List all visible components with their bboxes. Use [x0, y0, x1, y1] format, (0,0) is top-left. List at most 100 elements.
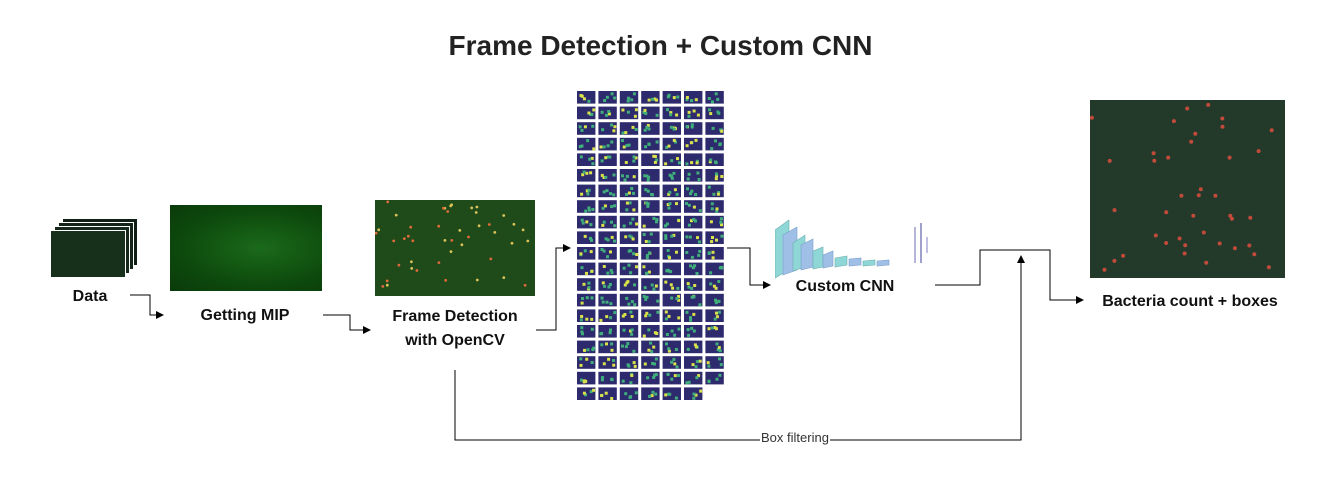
image-patch	[684, 247, 703, 260]
detected-bacterium	[1152, 158, 1157, 163]
arrow-data-to-mip	[130, 294, 164, 319]
detected-spot	[475, 278, 479, 282]
image-patch	[705, 262, 724, 276]
detected-bacterium	[1112, 258, 1117, 263]
detected-spot	[521, 228, 525, 232]
image-patch	[662, 137, 681, 151]
image-patch	[684, 122, 703, 135]
detected-spot	[450, 239, 454, 242]
image-patch	[598, 387, 617, 400]
detected-bacterium	[1256, 149, 1261, 154]
image-patch	[684, 231, 703, 244]
image-patch	[641, 325, 660, 338]
image-patch	[641, 215, 660, 229]
image-patch	[705, 356, 724, 369]
image-patch	[662, 106, 681, 120]
image-patch	[705, 184, 724, 198]
image-patch	[598, 293, 617, 307]
image-patch	[684, 153, 703, 166]
image-patch	[662, 325, 681, 338]
detection-label-line2: with OpenCV	[405, 332, 505, 349]
image-patch	[705, 91, 724, 104]
image-patch	[619, 231, 639, 244]
image-patch	[619, 215, 639, 229]
image-patch	[577, 309, 596, 322]
image-patch	[705, 325, 724, 338]
image-patch	[662, 309, 681, 322]
arrow-mip-to-detection	[323, 314, 371, 334]
image-patch	[641, 262, 660, 276]
detected-spot	[409, 225, 413, 229]
image-patch	[641, 371, 660, 385]
detected-spot	[470, 206, 474, 210]
detected-bacterium	[1227, 155, 1232, 160]
image-patch	[662, 293, 681, 307]
detected-spot	[443, 239, 447, 242]
image-patch	[641, 231, 660, 244]
image-patch	[577, 231, 596, 244]
image-patch	[684, 91, 703, 104]
image-patch	[577, 122, 596, 135]
detected-spot	[394, 213, 398, 217]
detected-bacterium	[1189, 139, 1194, 144]
mip-label: Getting MIP	[200, 307, 290, 324]
detected-bacterium	[1252, 252, 1257, 257]
image-patch	[598, 356, 617, 369]
detected-spot	[444, 278, 448, 282]
detected-spot	[487, 223, 491, 226]
detected-spot	[467, 235, 470, 239]
detected-spot	[415, 269, 419, 272]
image-patch	[641, 356, 660, 369]
detected-bacterium	[1191, 213, 1196, 218]
detected-spot	[477, 224, 481, 228]
image-patch	[684, 262, 703, 276]
image-patch	[684, 169, 703, 182]
image-patch	[641, 387, 660, 400]
image-patch	[684, 184, 703, 198]
detected-spot	[493, 231, 497, 234]
image-patch	[705, 309, 724, 322]
detected-bacterium	[1183, 243, 1188, 248]
detected-bacterium	[1198, 187, 1203, 192]
detected-spot	[410, 260, 413, 264]
image-patch	[619, 247, 639, 260]
image-patch	[619, 293, 639, 307]
image-patch	[662, 247, 681, 260]
image-patch	[641, 278, 660, 291]
detected-spot	[449, 250, 453, 253]
image-patch	[598, 340, 617, 354]
detected-spot	[474, 211, 478, 214]
detected-spot	[502, 276, 506, 279]
detected-spot	[375, 231, 378, 235]
detected-bacterium	[1247, 243, 1252, 248]
detected-spot	[489, 257, 493, 261]
image-patch	[684, 387, 703, 400]
detected-spot	[385, 279, 389, 283]
image-patch	[598, 91, 617, 104]
image-patch	[598, 325, 617, 338]
detection-image	[375, 200, 535, 296]
detected-bacterium	[1248, 215, 1253, 220]
detected-bacterium	[1196, 193, 1201, 198]
image-patch	[662, 122, 681, 135]
detected-spot	[411, 239, 415, 243]
image-patch	[598, 106, 617, 120]
arrow-detection-to-patches	[536, 244, 571, 331]
detected-spot	[381, 285, 385, 288]
image-patch	[641, 153, 660, 166]
image-patch	[577, 293, 596, 307]
image-patch	[577, 262, 596, 276]
detected-bacterium	[1269, 128, 1274, 133]
detected-bacterium	[1220, 116, 1225, 121]
image-patch	[662, 340, 681, 354]
detected-spot	[397, 263, 401, 267]
image-patch	[641, 137, 660, 151]
detected-spot	[523, 283, 527, 287]
detected-spot	[392, 239, 396, 243]
image-patch	[662, 356, 681, 369]
image-patch	[598, 137, 617, 151]
image-patch	[662, 169, 681, 182]
image-patch	[641, 340, 660, 354]
image-patch	[577, 247, 596, 260]
arrow-cnn-to-merge	[935, 249, 1021, 286]
